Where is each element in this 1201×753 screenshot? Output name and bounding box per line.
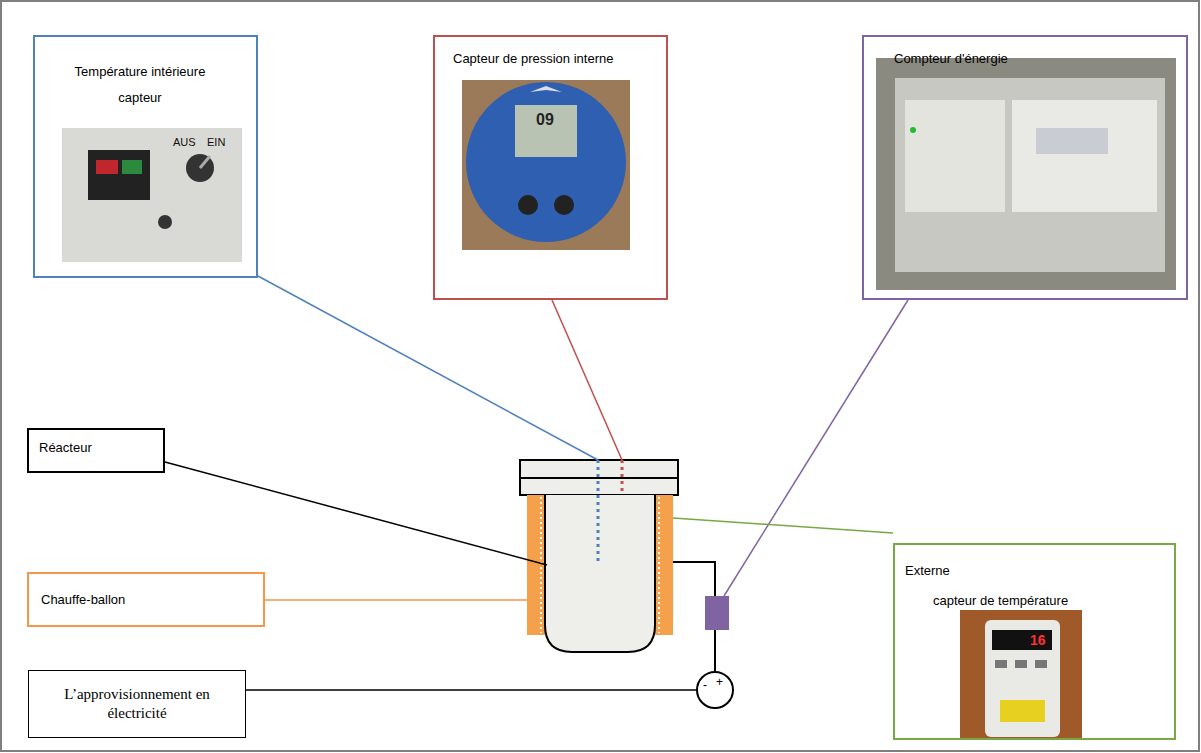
box-label: Compteur d'énergie [894, 51, 1186, 67]
mantle-coil [658, 497, 660, 633]
label-box: Capteur de pression interne [433, 35, 668, 300]
power-source-symbol [697, 672, 733, 708]
gauge-body [466, 82, 626, 242]
display-reading: 16 [1030, 633, 1046, 647]
meter-lcd [1036, 128, 1108, 154]
thermostat-button [1015, 660, 1027, 668]
box-label: Externe [905, 563, 1174, 579]
gauge-lcd [515, 105, 577, 157]
label-box: Compteur d'énergie [862, 35, 1188, 300]
small-knob [158, 215, 172, 229]
thermostat-button [995, 660, 1007, 668]
power-wire [714, 630, 716, 672]
gauge-button [554, 195, 574, 215]
box-label: L’approvisionnement en électricité [47, 685, 227, 723]
label-box: Réacteur [27, 428, 165, 473]
heating-mantle [527, 495, 545, 635]
polarity-sign: + [716, 676, 723, 688]
leader-line [165, 462, 547, 565]
switch-label: AUS [173, 137, 196, 148]
switch-label: EIN [207, 137, 225, 148]
reactor-vessel [545, 495, 655, 652]
energy-meter-symbol [705, 596, 729, 630]
polarity-sign: - [703, 679, 707, 691]
leader-line [258, 276, 598, 460]
probe-pressure [621, 460, 624, 495]
label-box: L’approvisionnement en électricité [28, 670, 246, 738]
box-label: Réacteur [39, 440, 155, 456]
thermostat-button [1035, 660, 1047, 668]
gauge-button [518, 195, 538, 215]
leader-line [673, 518, 893, 533]
label-box: Température intérieure capteur [33, 35, 258, 278]
power-wire [673, 562, 715, 596]
box-label: Chauffe-ballon [41, 592, 253, 608]
meter-housing [895, 78, 1165, 272]
box-label: Capteur de pression interne [453, 51, 666, 67]
gauge-logo [530, 86, 562, 92]
meter-module [905, 100, 1005, 212]
leader-line [246, 689, 697, 691]
leader-line [552, 300, 622, 460]
thermostat-display [992, 630, 1052, 650]
lcd-reading: 09 [536, 112, 554, 128]
box-label: Température intérieure capteur [65, 59, 215, 111]
probe-internal-temp [597, 460, 600, 562]
thermostat-body [985, 620, 1060, 737]
box-sublabel: capteur de température [933, 593, 1174, 609]
switch-knob [186, 154, 214, 182]
controller-display [88, 150, 150, 200]
label-box: Chauffe-ballon [27, 572, 265, 627]
meter-photo [876, 58, 1176, 290]
meter-led [910, 127, 916, 133]
display-digits [122, 160, 142, 174]
display-digits [96, 160, 118, 174]
leader-line [724, 300, 908, 596]
heating-mantle [655, 495, 673, 635]
reactor-flange [520, 478, 678, 495]
meter-unit [1012, 100, 1157, 212]
leader-line [265, 599, 527, 601]
thermostat-sticker [1000, 700, 1045, 722]
thermostat-photo [960, 610, 1082, 740]
mantle-coil [540, 497, 542, 633]
controller-photo [62, 128, 242, 262]
gauge-photo [462, 80, 630, 250]
knob-pointer [200, 156, 210, 168]
